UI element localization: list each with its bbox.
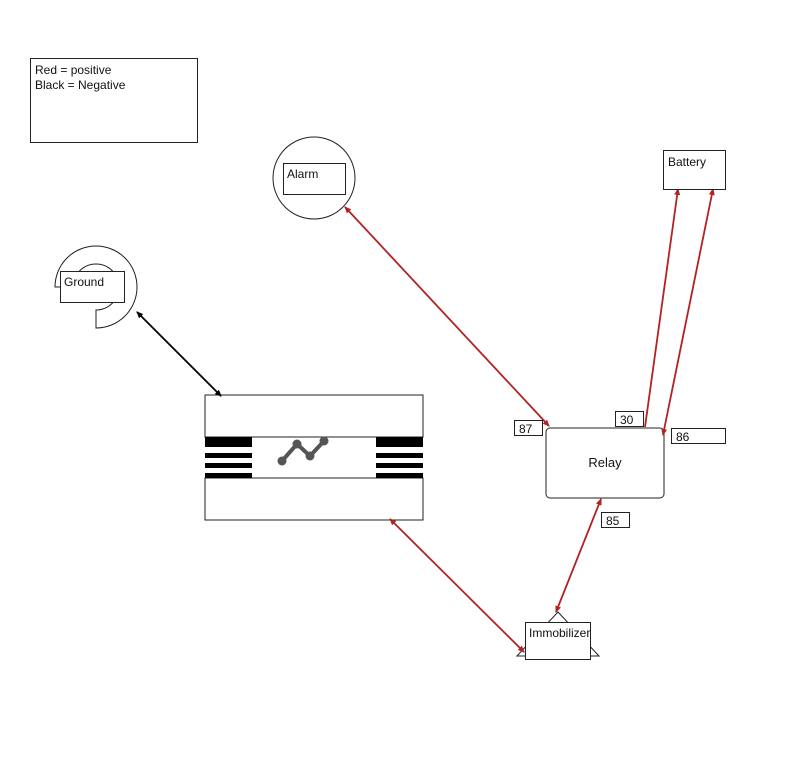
relay-pin-85[interactable]: 85 xyxy=(601,512,630,528)
wire-relay-30-to-battery[interactable] xyxy=(644,188,681,428)
wire-relay-85-to-immobilizer[interactable] xyxy=(555,498,602,613)
legend-box: Red = positive Black = Negative xyxy=(30,58,198,143)
wire-relay-86-to-battery[interactable] xyxy=(661,188,715,436)
relay-box[interactable] xyxy=(545,427,665,499)
legend-positive: Red = positive xyxy=(35,63,112,77)
ground-arc-shape[interactable] xyxy=(54,245,138,329)
alarm-label[interactable]: Alarm xyxy=(283,163,346,195)
wire-alarm-to-relay-87[interactable] xyxy=(344,206,550,427)
relay-label: Relay xyxy=(588,455,622,470)
wire-ecu-to-immobilizer[interactable] xyxy=(389,518,525,653)
relay-pin-30[interactable]: 30 xyxy=(615,411,644,427)
ground-label[interactable]: Ground xyxy=(60,271,125,303)
signal-graph-icon xyxy=(277,436,329,466)
wire-ground-to-ecu[interactable] xyxy=(136,311,222,397)
battery-label[interactable]: Battery xyxy=(663,150,726,190)
legend-negative: Black = Negative xyxy=(35,78,126,92)
relay-pin-87[interactable]: 87 xyxy=(514,420,543,436)
immobilizer-label[interactable]: Immobilizer xyxy=(525,622,591,660)
relay-pin-86[interactable]: 86 xyxy=(671,428,726,444)
